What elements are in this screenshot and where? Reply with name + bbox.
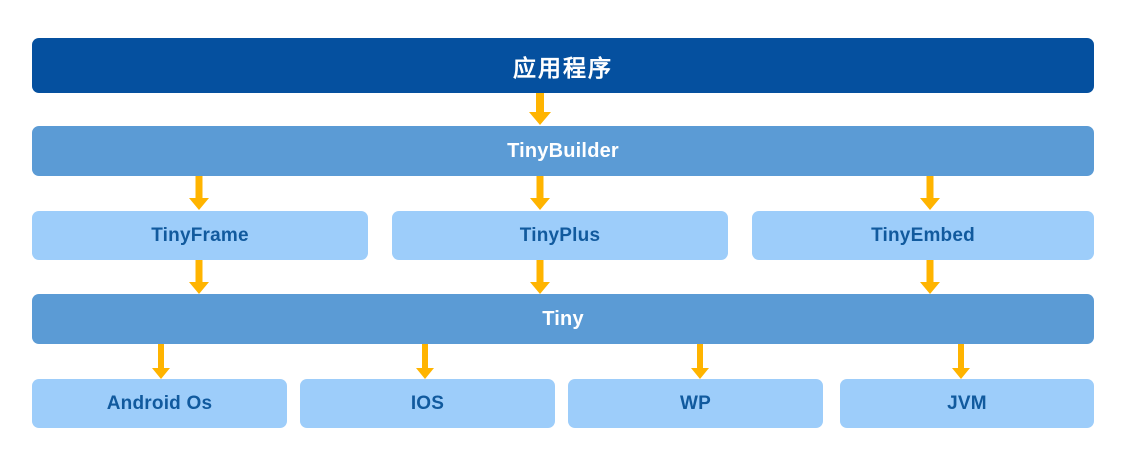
block-tinyplus[interactable]: TinyPlus	[392, 211, 728, 260]
block-ios[interactable]: IOS	[300, 379, 555, 428]
arrow-tinybuilder-to-tinyplus	[530, 176, 550, 210]
block-wp-label: WP	[679, 392, 711, 414]
arrow-tiny-to-android	[152, 344, 170, 379]
arrow-tinyembed-to-tiny	[920, 260, 940, 294]
block-tiny[interactable]: Tiny	[32, 294, 1094, 344]
block-wp[interactable]: WP	[568, 379, 823, 428]
block-jvm-label: JVM	[947, 392, 987, 414]
arrow-tiny-to-ios	[416, 344, 434, 379]
block-application-label: 应用程序	[513, 54, 613, 81]
block-tinyembed-label: TinyEmbed	[871, 224, 975, 246]
block-tinyembed[interactable]: TinyEmbed	[752, 211, 1094, 260]
block-ios-label: IOS	[410, 392, 445, 414]
block-jvm[interactable]: JVM	[840, 379, 1094, 428]
block-android-os[interactable]: Android Os	[32, 379, 287, 428]
block-tinybuilder[interactable]: TinyBuilder	[32, 126, 1094, 176]
arrow-tinybuilder-to-tinyembed	[920, 176, 940, 210]
block-android-os-label: Android Os	[106, 392, 213, 414]
arrow-tiny-to-jvm	[952, 344, 970, 379]
block-application[interactable]: 应用程序	[32, 38, 1094, 93]
arrow-tiny-to-wp	[691, 344, 709, 379]
block-tinyplus-label: TinyPlus	[519, 224, 601, 246]
arrow-tinybuilder-to-tinyframe	[189, 176, 209, 210]
arrow-tinyframe-to-tiny	[189, 260, 209, 294]
block-tinybuilder-label: TinyBuilder	[507, 139, 619, 162]
arrow-tinyplus-to-tiny	[530, 260, 550, 294]
block-tiny-label: Tiny	[542, 307, 584, 330]
arrow-application-to-tinybuilder	[529, 93, 551, 125]
block-tinyframe[interactable]: TinyFrame	[32, 211, 368, 260]
block-tinyframe-label: TinyFrame	[151, 224, 249, 246]
